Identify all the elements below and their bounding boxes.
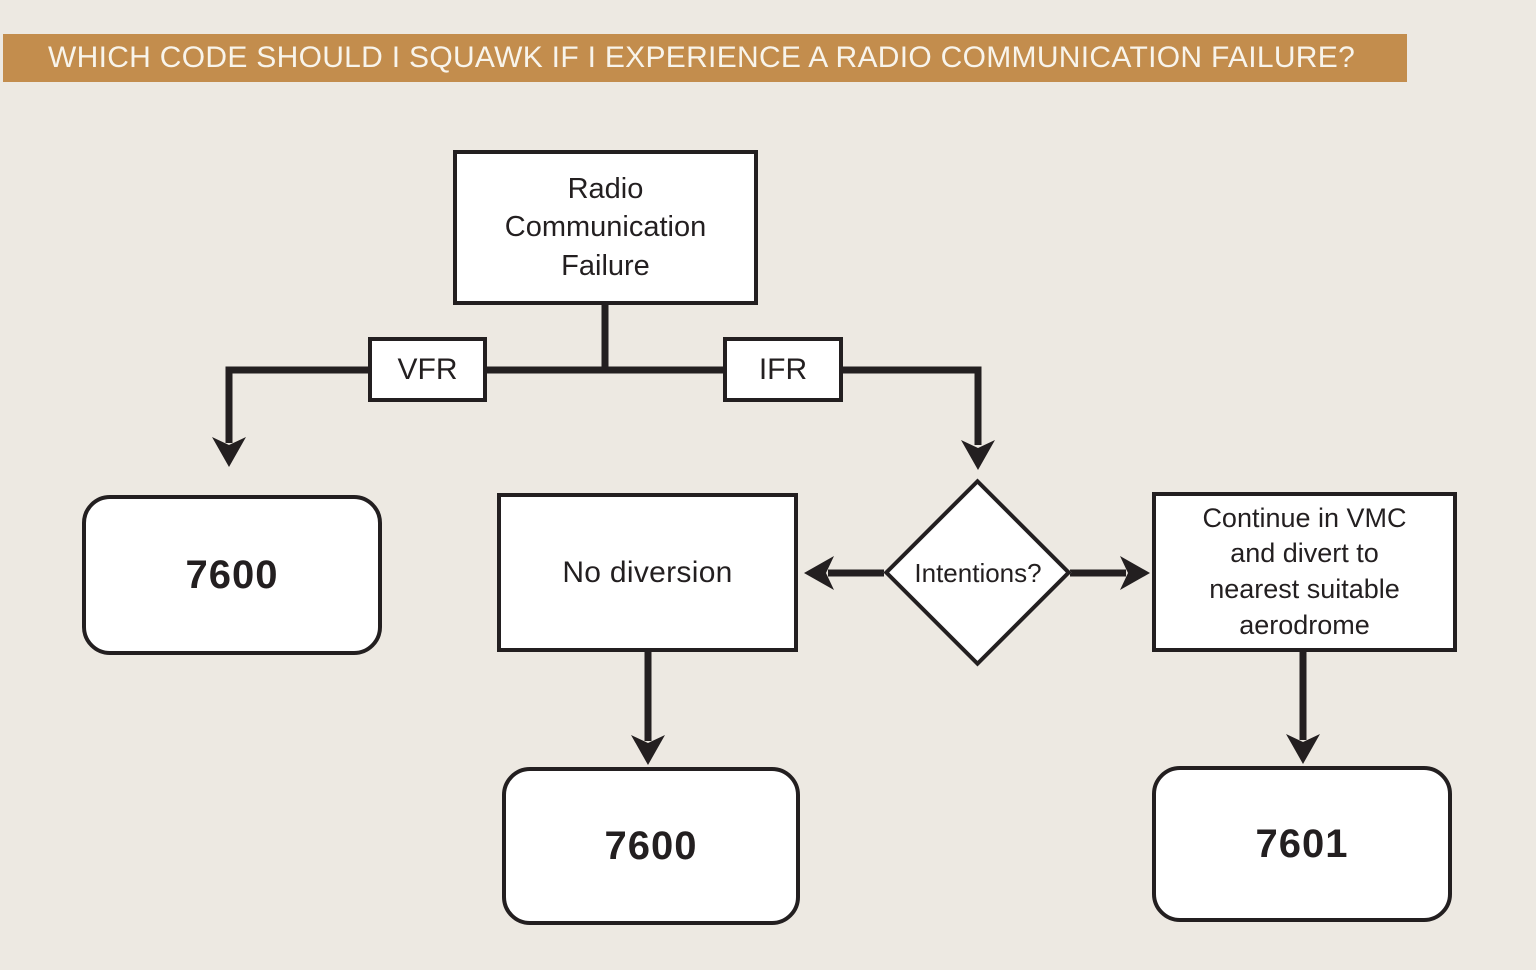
edge-branch-bar xyxy=(225,366,982,445)
node-label: Continue in VMC and divert to nearest su… xyxy=(1202,502,1407,640)
edge-ifr-arrowhead xyxy=(961,440,995,470)
edge-intentions-to-continue xyxy=(1070,556,1150,590)
node-intentions-label: Intentions? xyxy=(878,556,1078,590)
node-label: Intentions? xyxy=(914,557,1042,588)
title-bar: WHICH CODE SHOULD I SQUAWK IF I EXPERIEN… xyxy=(3,34,1407,82)
edge-no-diversion-to-code xyxy=(631,652,665,765)
squawk-code: 7601 xyxy=(1255,821,1349,866)
squawk-code: 7600 xyxy=(604,823,698,868)
node-label: Radio Communication Failure xyxy=(504,173,707,282)
node-code-7601-divert: 7601 xyxy=(1152,766,1452,922)
edge-vfr-arrowhead xyxy=(212,437,246,467)
node-label: VFR xyxy=(397,352,458,386)
edge-continue-to-code xyxy=(1286,652,1320,764)
node-vfr: VFR xyxy=(368,337,487,402)
edge-intentions-to-no-diversion xyxy=(804,556,884,590)
node-label: No diversion xyxy=(562,555,733,589)
node-continue-in-vmc: Continue in VMC and divert to nearest su… xyxy=(1152,492,1457,652)
node-ifr: IFR xyxy=(723,337,843,402)
node-radio-communication-failure: Radio Communication Failure xyxy=(453,150,758,305)
node-no-diversion: No diversion xyxy=(497,493,798,652)
node-label: IFR xyxy=(758,352,808,386)
node-code-7600-vfr: 7600 xyxy=(82,495,382,655)
squawk-code: 7600 xyxy=(185,552,279,597)
page-title: WHICH CODE SHOULD I SQUAWK IF I EXPERIEN… xyxy=(48,41,1356,74)
node-code-7600-no-diversion: 7600 xyxy=(502,767,800,925)
